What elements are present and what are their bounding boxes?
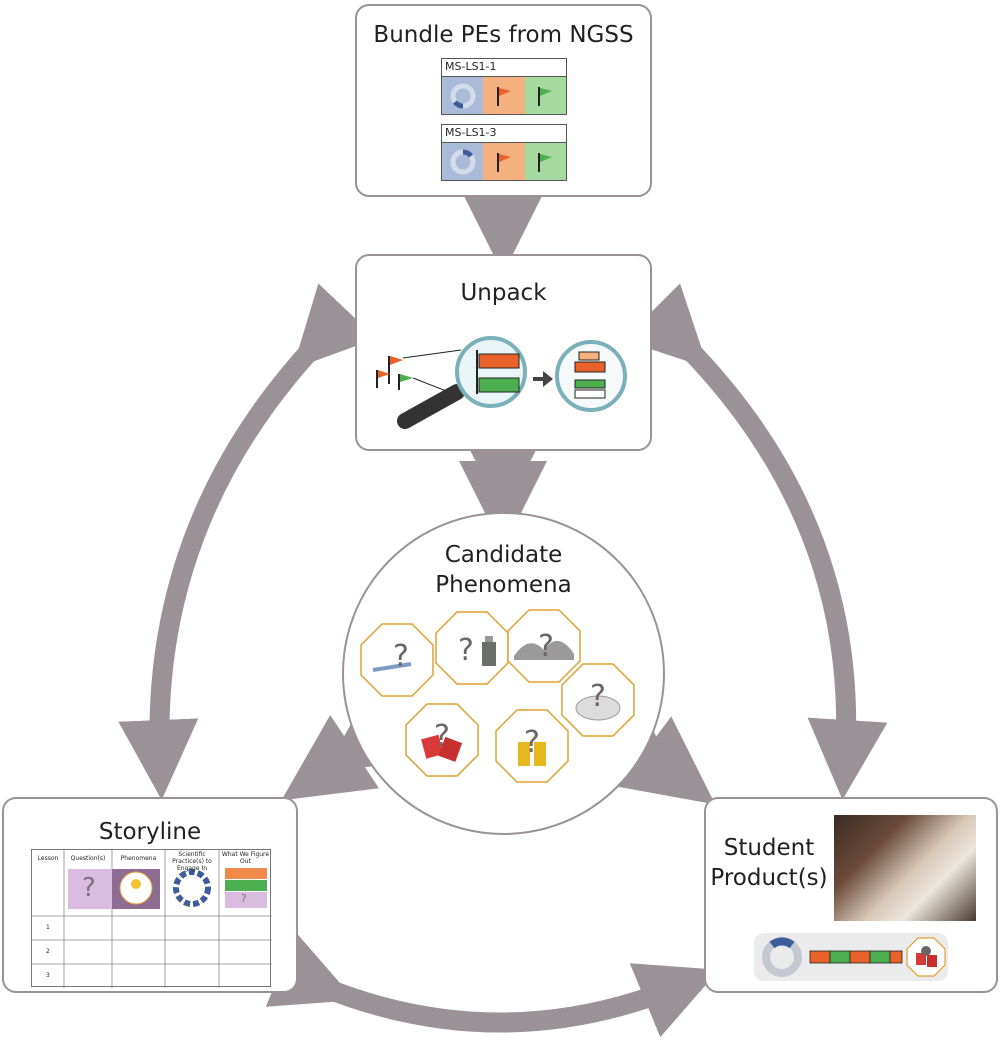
product-strip: [754, 933, 948, 981]
core-idea-segment: [483, 77, 525, 114]
pe-code: MS-LS1-3: [442, 125, 566, 143]
question-mark: ?: [434, 719, 450, 754]
student-box: Student Product(s): [704, 797, 998, 993]
question-mark: ?: [458, 633, 474, 668]
storyline-box: Storyline Lesson Question(s) Phenomena S…: [2, 797, 298, 993]
pe-card-2: MS-LS1-3: [441, 124, 567, 181]
arrow-unpack-student: [623, 283, 888, 800]
arrow-storyline-student: [265, 932, 719, 1038]
row-number: 2: [46, 948, 50, 955]
juice-phenomenon-icon: ?: [495, 709, 569, 783]
arrow-right-icon: [533, 371, 553, 387]
bundle-box: Bundle PEs from NGSS MS-LS1-1: [355, 4, 652, 197]
unpack-box: Unpack: [355, 254, 652, 451]
crosscutting-segment: [524, 77, 566, 114]
question-mark: ?: [82, 873, 96, 903]
question-mark: ?: [590, 679, 606, 714]
col-header-lesson: Lesson: [37, 855, 59, 862]
pe-code: MS-LS1-1: [442, 59, 566, 77]
practice-wheel-icon: [450, 149, 476, 174]
lens-result-icon: [555, 340, 627, 412]
flag-icon: [538, 152, 553, 172]
question-mark: ?: [393, 639, 409, 674]
flag-icon: [496, 86, 511, 106]
question-mark: ?: [538, 629, 554, 664]
bottle-phenomenon-icon: ?: [435, 611, 509, 685]
question-mark: ?: [241, 892, 247, 905]
phenomenon-octagon-icon: [906, 937, 946, 977]
practice-segment: [442, 77, 484, 114]
storyline-table: Lesson Question(s) Phenomena Scientific …: [31, 849, 272, 988]
crosscutting-segment: [524, 143, 566, 180]
syringe-phenomenon-icon: ?: [360, 623, 434, 697]
col-header-figure-out: What We Figure Out: [221, 851, 270, 865]
puzzle-chain-icon: [809, 950, 903, 964]
bundle-title: Bundle PEs from NGSS: [373, 22, 634, 48]
landscape-phenomenon-icon: ?: [507, 609, 581, 683]
pe-card-1: MS-LS1-1: [441, 58, 567, 115]
arrow-unpack-storyline: [118, 283, 377, 800]
storyline-title: Storyline: [98, 819, 202, 845]
magnifier-illustration: [376, 336, 627, 429]
col-header-practices: Scientific Practice(s) to Engage In: [172, 851, 212, 872]
flag-icon: [538, 86, 553, 106]
unpack-title: Unpack: [460, 280, 547, 306]
row-number: 3: [46, 972, 50, 979]
magnifier-icon: [397, 336, 527, 429]
practice-wheel-icon: [762, 937, 802, 977]
col-header-phenomena: Phenomena: [120, 855, 157, 862]
core-idea-segment: [483, 143, 525, 180]
cans-phenomenon-icon: ?: [405, 703, 479, 777]
phenomena-octagons: ? ? ? ? ? ?: [360, 609, 635, 783]
phenomena-title: Candidate Phenomena: [435, 542, 572, 598]
col-header-questions: Question(s): [70, 855, 106, 862]
question-mark: ?: [524, 725, 540, 760]
dish-phenomenon-icon: ?: [561, 663, 635, 737]
students-photo: [834, 815, 976, 921]
practice-wheel-icon: [450, 83, 476, 108]
row-number: 1: [46, 924, 50, 931]
practice-segment: [442, 143, 484, 180]
student-title: Student Product(s): [710, 835, 828, 891]
flag-icon: [496, 152, 511, 172]
table-grid: [32, 850, 272, 988]
